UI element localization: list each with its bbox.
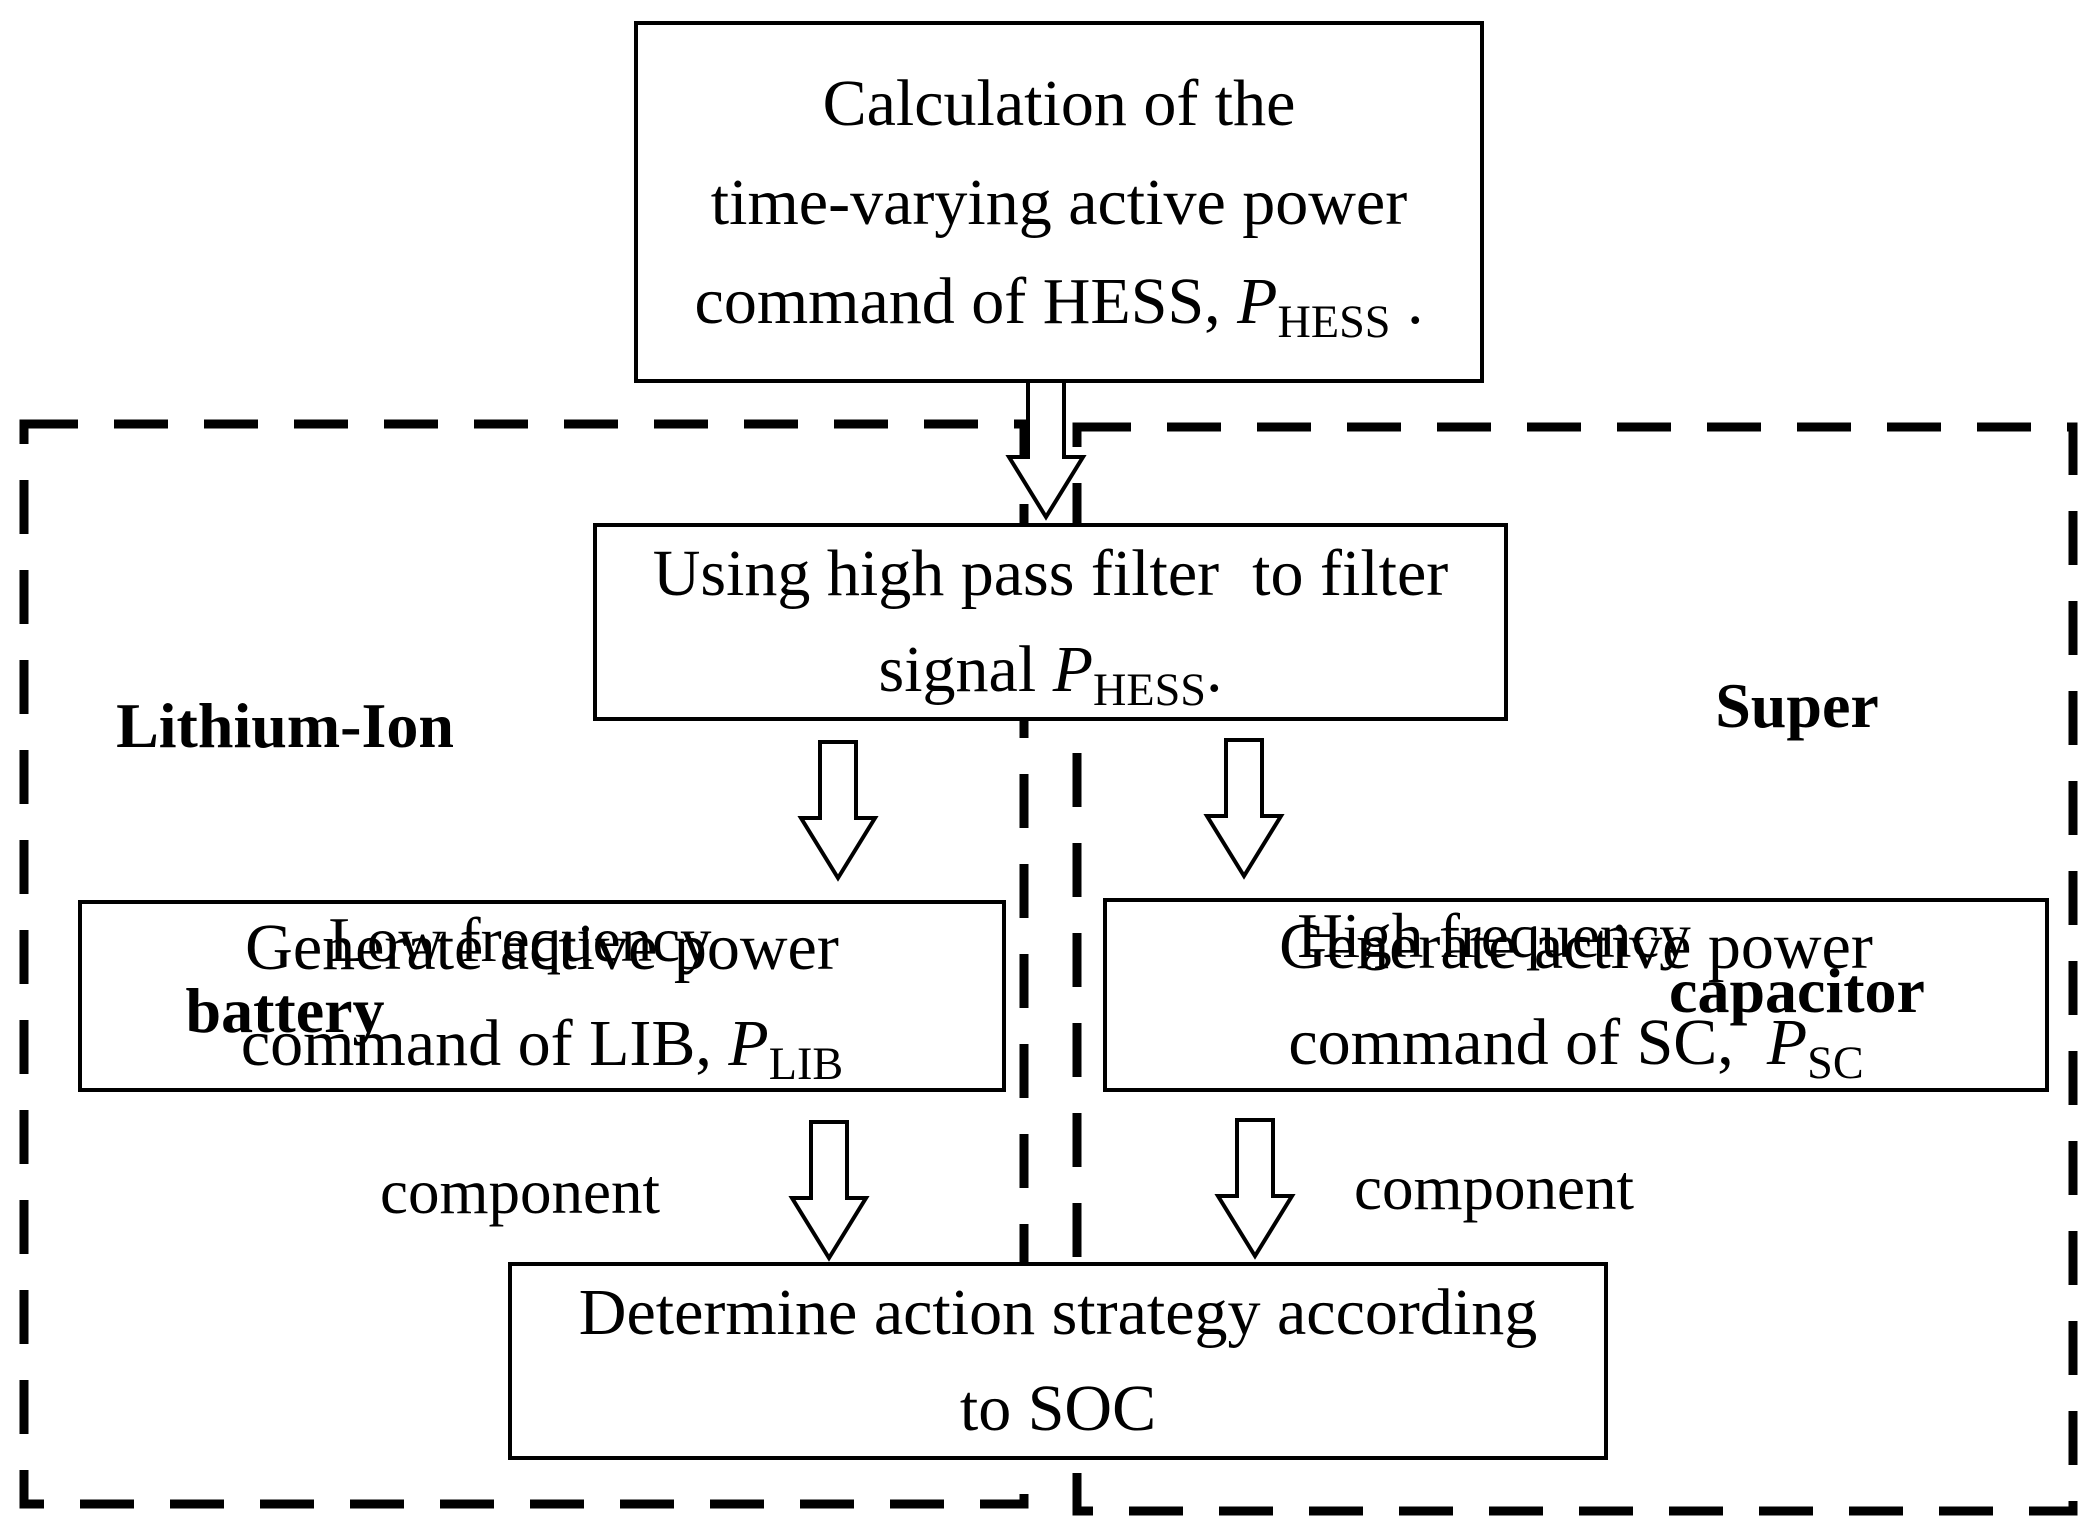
lithium-ion-battery-region-label: Lithium-Ion battery	[35, 488, 535, 1248]
lib-box-line2: command of LIB, PLIB	[241, 996, 843, 1092]
sc-box-line1: Generate active power	[1279, 910, 1873, 984]
down-arrow-icon-low-frequency	[797, 740, 879, 882]
down-arrow-icon-lib-to-soc	[788, 1120, 870, 1262]
sc-label-line1: Super	[1715, 670, 1879, 741]
lib-box-line1: Generate active power	[245, 911, 839, 985]
p-lib-variable: P	[728, 1007, 769, 1080]
p-sc-variable: P	[1766, 1006, 1808, 1079]
down-arrow-icon-high-frequency	[1203, 738, 1285, 880]
high-frequency-component-label: High frequency component	[1244, 726, 1744, 1398]
generate-sc-command-box: Generate active power command of SC, PSC	[1103, 898, 2049, 1092]
super-capacitor-region-label: Super capacitor	[1547, 468, 2047, 1228]
filter-line2-text: signal	[878, 633, 1053, 706]
lib-label-line2: battery	[185, 975, 385, 1046]
lib-box-line2-text: command of LIB,	[240, 1007, 729, 1080]
sc-region-dashed-border	[1072, 422, 2078, 1516]
calc-hess-line3-period: .	[1390, 264, 1424, 338]
lib-label-line1: Lithium-Ion	[116, 690, 454, 761]
lib-region-dashed-border	[19, 419, 1029, 1509]
calc-hess-command-box: Calculation of the time-varying active p…	[634, 21, 1484, 383]
low-frequency-component-label: Low frequency component	[270, 730, 770, 1402]
p-hess-subscript: HESS	[1277, 295, 1391, 347]
down-arrow-icon-top-to-filter	[1005, 378, 1087, 521]
soc-box-line2: to SOC	[959, 1372, 1157, 1445]
down-arrow-icon-sc-to-soc	[1214, 1118, 1296, 1260]
low-label-line2: component	[380, 1157, 660, 1227]
filter-line2: signal PHESS.	[879, 622, 1223, 718]
sc-label-line2: capacitor	[1669, 955, 1925, 1026]
calc-hess-line3-text: command of HESS,	[694, 264, 1238, 338]
low-label-line1: Low frequency	[328, 905, 712, 975]
p-hess-variable: P	[1052, 633, 1094, 706]
p-hess-subscript: HESS	[1093, 664, 1206, 716]
generate-lib-command-box: Generate active power command of LIB, PL…	[78, 900, 1006, 1092]
calc-hess-line2: time-varying active power	[710, 165, 1408, 239]
high-label-line2: component	[1354, 1153, 1634, 1223]
sc-box-line2-text: command of SC,	[1288, 1006, 1767, 1079]
calc-hess-line1: Calculation of the	[822, 66, 1296, 140]
calc-hess-line3: command of HESS, PHESS .	[695, 252, 1424, 351]
soc-box-line1: Determine action strategy according	[578, 1276, 1538, 1350]
high-label-line1: High frequency	[1297, 901, 1691, 971]
soc-action-strategy-box: Determine action strategy according to S…	[508, 1262, 1608, 1460]
high-pass-filter-box: Using high pass filter to filter signal …	[593, 523, 1508, 721]
p-sc-subscript: SC	[1807, 1037, 1864, 1089]
sc-box-line2: command of SC, PSC	[1288, 995, 1863, 1091]
p-lib-subscript: LIB	[768, 1038, 844, 1090]
filter-line1: Using high pass filter to filter	[652, 537, 1449, 611]
p-hess-variable: P	[1237, 264, 1278, 338]
filter-line2-period: .	[1205, 633, 1223, 706]
